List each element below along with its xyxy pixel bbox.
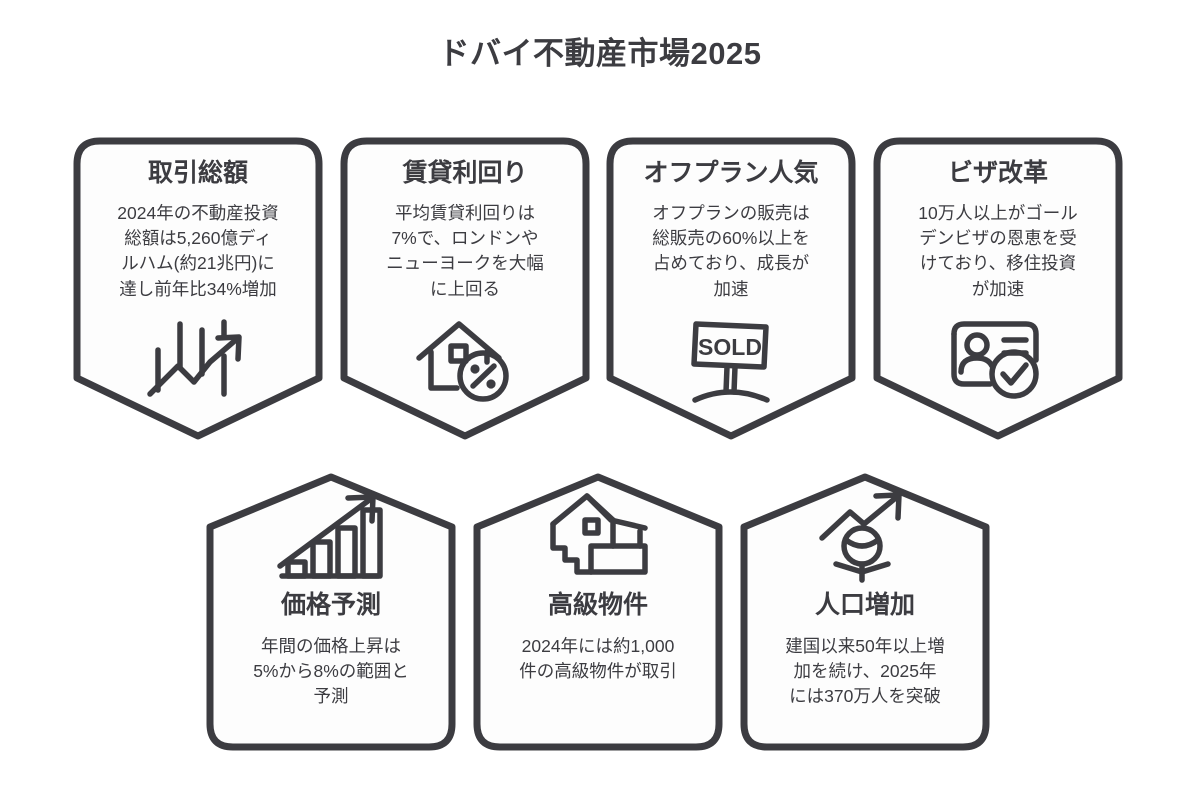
info-card-price-forecast[interactable]: 価格予測 年間の価格上昇は 5%から8%の範囲と 予測 (205, 472, 457, 752)
card-body-line: 2024年の不動産投資 (117, 202, 279, 223)
card-title: 価格予測 (280, 591, 381, 619)
card-body-line: 加速 (713, 278, 749, 299)
card-body-line: ルハム(約21兆円)に (121, 253, 275, 274)
info-card-rental-yield[interactable]: 賃貸利回り 平均賃貸利回りは 7%で、ロンドンや ニューヨークを大幅 に上回る (339, 136, 591, 441)
card-body-line: には370万人を突破 (789, 686, 941, 707)
page-title: ドバイ不動産市場2025 (438, 36, 762, 71)
card-body-line: 2024年には約1,000 (521, 635, 675, 656)
card-title: 取引総額 (147, 159, 248, 187)
card-body-line: 建国以来50年以上増 (785, 635, 945, 656)
card-shape-house (205, 472, 457, 752)
card-shape-pennant (605, 136, 857, 441)
card-body-line: ニューヨークを大幅 (386, 253, 544, 274)
card-body-line: 平均賃貸利回りは (395, 202, 535, 223)
card-title: 高級物件 (547, 591, 648, 619)
card-body-line: 年間の価格上昇は (261, 635, 401, 656)
card-title: オフプラン人気 (643, 159, 819, 187)
card-body-line: オフプランの販売は (652, 202, 810, 223)
luxury-villa-icon (539, 490, 657, 586)
info-card-offplan-popularity[interactable]: オフプラン人気 オフプランの販売は 総販売の60%以上を 占めており、成長が 加… (605, 136, 857, 441)
card-body-line: けており、移住投資 (919, 253, 1077, 274)
card-body-line: 件の高級物件が取引 (519, 660, 677, 681)
card-body-line: 加を続け、2025年 (793, 660, 937, 681)
card-body: 2024年には約1,000 件の高級物件が取引 (491, 634, 705, 685)
sold-sign-label: SOLD (698, 334, 762, 360)
person-growth-arrow-icon (806, 490, 924, 586)
sold-sign-icon: SOLD (677, 316, 785, 403)
card-body: オフプランの販売は 総販売の60%以上を 占めており、成長が 加速 (624, 201, 838, 303)
card-body-line: に上回る (430, 278, 500, 299)
card-shape-pennant (872, 136, 1124, 441)
card-body: 建国以来50年以上増 加を続け、2025年 には370万人を突破 (758, 634, 972, 710)
card-body-line: 10万人以上がゴール (918, 202, 1078, 223)
card-body-line: 5%から8%の範囲と (253, 660, 409, 681)
card-body-line: 予測 (313, 686, 349, 707)
card-body: 2024年の不動産投資 総額は5,260億ディ ルハム(約21兆円)に 達し前年… (91, 201, 305, 303)
bar-chart-arrow-icon (272, 490, 390, 586)
card-shape-house (739, 472, 991, 752)
card-body-line: 7%で、ロンドンや (391, 227, 539, 248)
id-card-check-icon (944, 316, 1052, 402)
candlestick-chart-growth-icon (144, 316, 252, 402)
card-body: 年間の価格上昇は 5%から8%の範囲と 予測 (224, 634, 438, 710)
info-card-visa-reform[interactable]: ビザ改革 10万人以上がゴール デンビザの恩恵を受 けており、移住投資 が加速 (872, 136, 1124, 441)
info-card-transaction-total[interactable]: 取引総額 2024年の不動産投資 総額は5,260億ディ ルハム(約21兆円)に… (72, 136, 324, 441)
card-title: 人口増加 (814, 591, 915, 619)
card-body: 平均賃貸利回りは 7%で、ロンドンや ニューヨークを大幅 に上回る (358, 201, 572, 303)
card-body-line: デンビザの恩恵を受 (919, 227, 1077, 248)
card-shape-house (472, 472, 724, 752)
info-card-luxury-property[interactable]: 高級物件 2024年には約1,000 件の高級物件が取引 (472, 472, 724, 752)
card-body-line: が加速 (971, 278, 1025, 299)
card-body-line: 総額は5,260億ディ (124, 227, 272, 248)
info-card-population-growth[interactable]: 人口増加 建国以来50年以上増 加を続け、2025年 には370万人を突破 (739, 472, 991, 752)
card-body: 10万人以上がゴール デンビザの恩恵を受 けており、移住投資 が加速 (891, 201, 1105, 303)
card-body-line: 占めており、成長が (652, 253, 810, 274)
card-title: 賃貸利回り (402, 159, 528, 187)
card-title: ビザ改革 (947, 159, 1048, 187)
card-body-line: 総販売の60%以上を (652, 227, 810, 248)
house-percent-icon (411, 316, 519, 402)
card-body-line: 達し前年比34%増加 (119, 278, 277, 299)
card-shape-pennant (72, 136, 324, 441)
card-shape-pennant (339, 136, 591, 441)
